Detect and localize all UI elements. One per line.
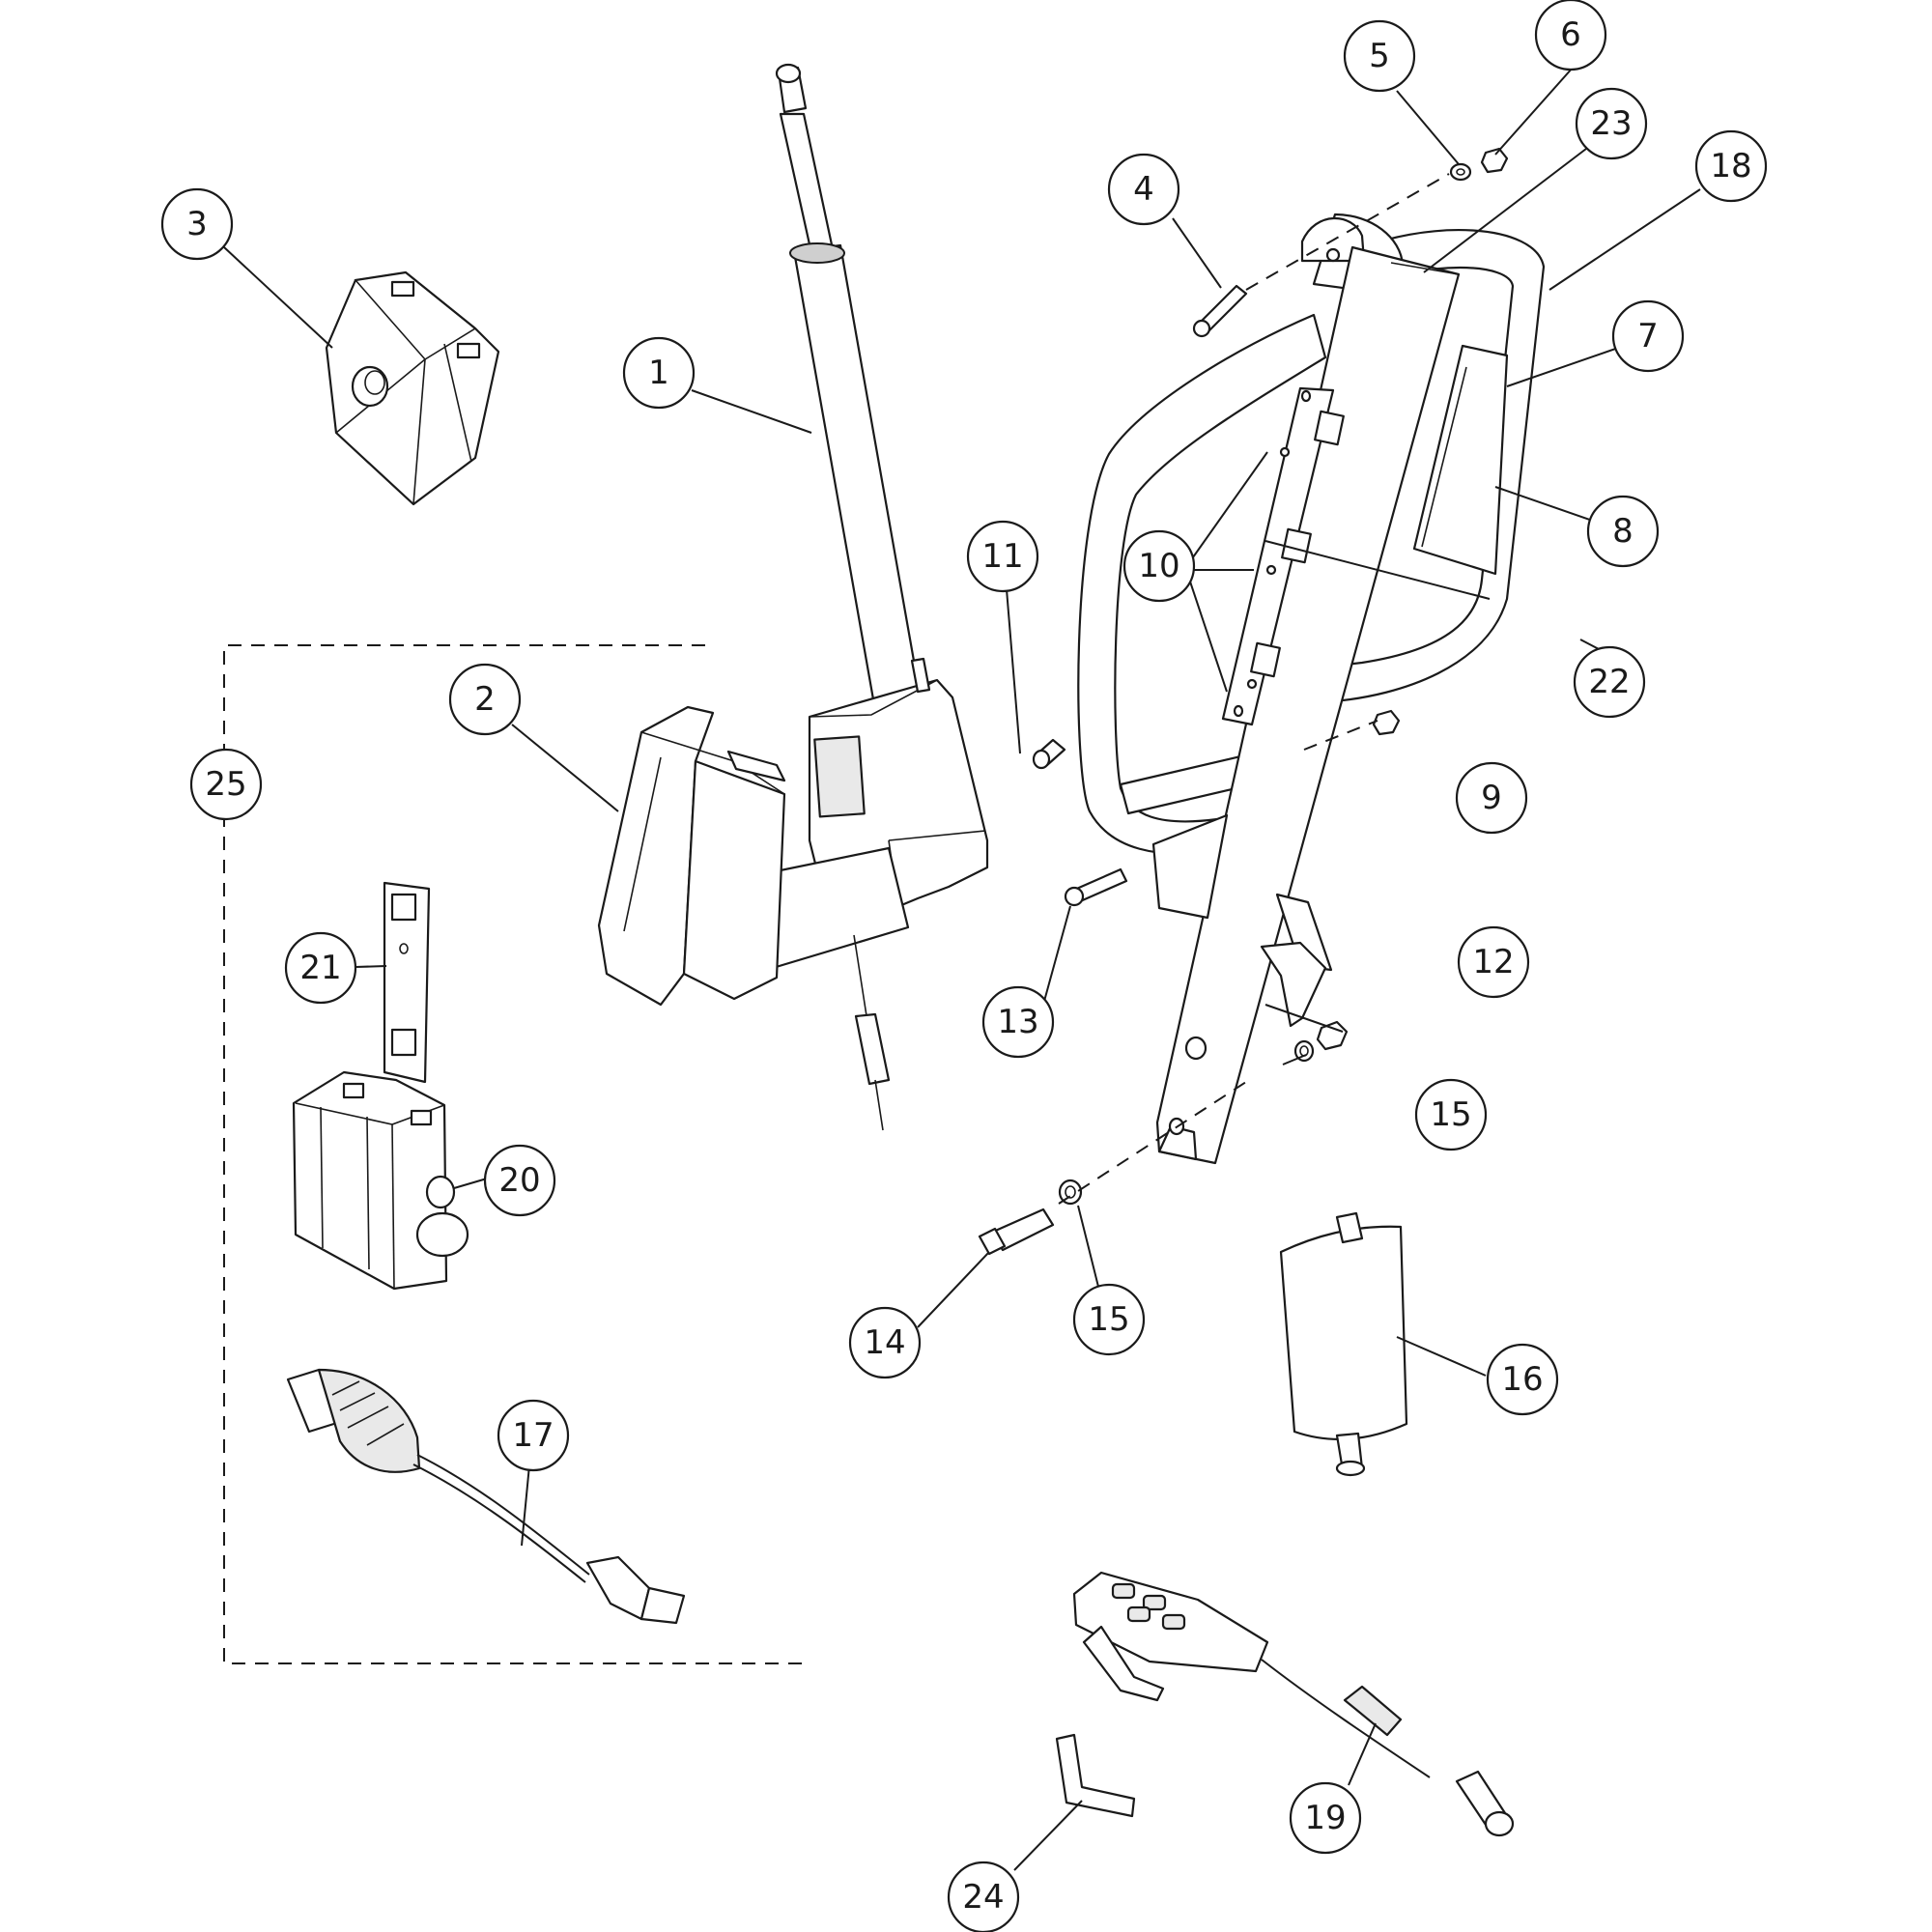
callout-label: 11 bbox=[981, 537, 1023, 576]
callout-7: 7 bbox=[1611, 299, 1685, 373]
callout-label: 6 bbox=[1560, 15, 1581, 54]
axis-line-bottom bbox=[1058, 1081, 1247, 1205]
callout-6: 6 bbox=[1534, 0, 1607, 71]
power-cord-part-17 bbox=[286, 1368, 686, 1625]
control-box-part-20 bbox=[292, 1070, 469, 1291]
sleeve-part-16 bbox=[1279, 1211, 1408, 1477]
callout-12: 12 bbox=[1457, 925, 1530, 999]
bracket-part-21 bbox=[383, 881, 431, 1084]
callout-label: 2 bbox=[474, 680, 496, 719]
callout-label: 13 bbox=[997, 1003, 1038, 1041]
callout-label: 5 bbox=[1369, 37, 1390, 75]
callout-label: 1 bbox=[648, 354, 669, 392]
callout-14: 14 bbox=[848, 1306, 922, 1379]
callout-11: 11 bbox=[966, 520, 1039, 593]
bracket-part-22 bbox=[1221, 386, 1345, 726]
callout-17: 17 bbox=[497, 1399, 570, 1472]
callout-10: 10 bbox=[1122, 529, 1196, 603]
callout-label: 15 bbox=[1088, 1300, 1129, 1339]
washer-part-15-lower bbox=[1058, 1179, 1083, 1206]
callout-label: 8 bbox=[1612, 512, 1634, 551]
callout-label: 4 bbox=[1133, 170, 1154, 209]
callout-label: 17 bbox=[512, 1416, 554, 1455]
nut-part-6 bbox=[1480, 147, 1509, 174]
callout-18: 18 bbox=[1694, 129, 1768, 203]
bolt-part-14 bbox=[978, 1208, 1055, 1256]
screw-part-4 bbox=[1192, 284, 1248, 338]
callout-label: 16 bbox=[1501, 1360, 1543, 1399]
callout-8: 8 bbox=[1586, 495, 1660, 568]
callout-24: 24 bbox=[947, 1861, 1020, 1932]
callout-20: 20 bbox=[483, 1144, 556, 1217]
callout-label: 9 bbox=[1481, 779, 1502, 817]
callout-23: 23 bbox=[1575, 87, 1648, 160]
callout-label: 25 bbox=[205, 765, 246, 804]
label-parts-7-8 bbox=[1412, 344, 1509, 576]
control-box-part-3 bbox=[325, 270, 500, 506]
callout-label: 19 bbox=[1304, 1799, 1346, 1837]
axis-line-top bbox=[1245, 173, 1450, 291]
callout-21: 21 bbox=[284, 931, 357, 1005]
washer-part-5 bbox=[1449, 162, 1472, 182]
callout-label: 24 bbox=[962, 1878, 1004, 1917]
pin-part-11 bbox=[1032, 738, 1066, 770]
callout-25: 25 bbox=[189, 748, 263, 821]
kit-boundary bbox=[223, 644, 808, 1664]
callout-3: 3 bbox=[160, 187, 234, 261]
callout-19: 19 bbox=[1289, 1781, 1362, 1855]
callout-15-upper: 15 bbox=[1414, 1078, 1488, 1151]
callout-label: 18 bbox=[1710, 147, 1751, 185]
screw-part-13 bbox=[1064, 867, 1128, 907]
clip-part-24 bbox=[1055, 1733, 1136, 1818]
callout-16: 16 bbox=[1486, 1343, 1559, 1416]
axis-line-side bbox=[1303, 720, 1378, 751]
callout-label: 7 bbox=[1637, 317, 1659, 355]
callout-label: 22 bbox=[1588, 663, 1630, 701]
nut-part-9 bbox=[1372, 709, 1401, 736]
callout-label: 3 bbox=[186, 205, 208, 243]
callout-label: 23 bbox=[1590, 104, 1632, 143]
leader-lines bbox=[223, 67, 1701, 1871]
callout-1: 1 bbox=[622, 336, 696, 410]
callout-15-lower: 15 bbox=[1072, 1283, 1146, 1356]
callout-label: 10 bbox=[1138, 547, 1179, 585]
callout-4: 4 bbox=[1107, 153, 1180, 226]
hand-pendant-part-19 bbox=[1072, 1571, 1515, 1837]
callout-5: 5 bbox=[1343, 19, 1416, 93]
callout-13: 13 bbox=[981, 985, 1055, 1059]
callout-label: 15 bbox=[1430, 1095, 1471, 1134]
callout-9: 9 bbox=[1455, 761, 1528, 835]
mast-assembly bbox=[1151, 213, 1461, 1165]
callout-22: 22 bbox=[1573, 645, 1646, 719]
nut-part-12 bbox=[1316, 1020, 1349, 1051]
callout-2: 2 bbox=[448, 663, 522, 736]
callout-label: 20 bbox=[498, 1161, 540, 1200]
battery-part-2 bbox=[597, 705, 786, 1007]
callout-label: 14 bbox=[864, 1323, 905, 1362]
callout-label: 21 bbox=[299, 949, 341, 987]
callout-label: 12 bbox=[1472, 943, 1514, 981]
